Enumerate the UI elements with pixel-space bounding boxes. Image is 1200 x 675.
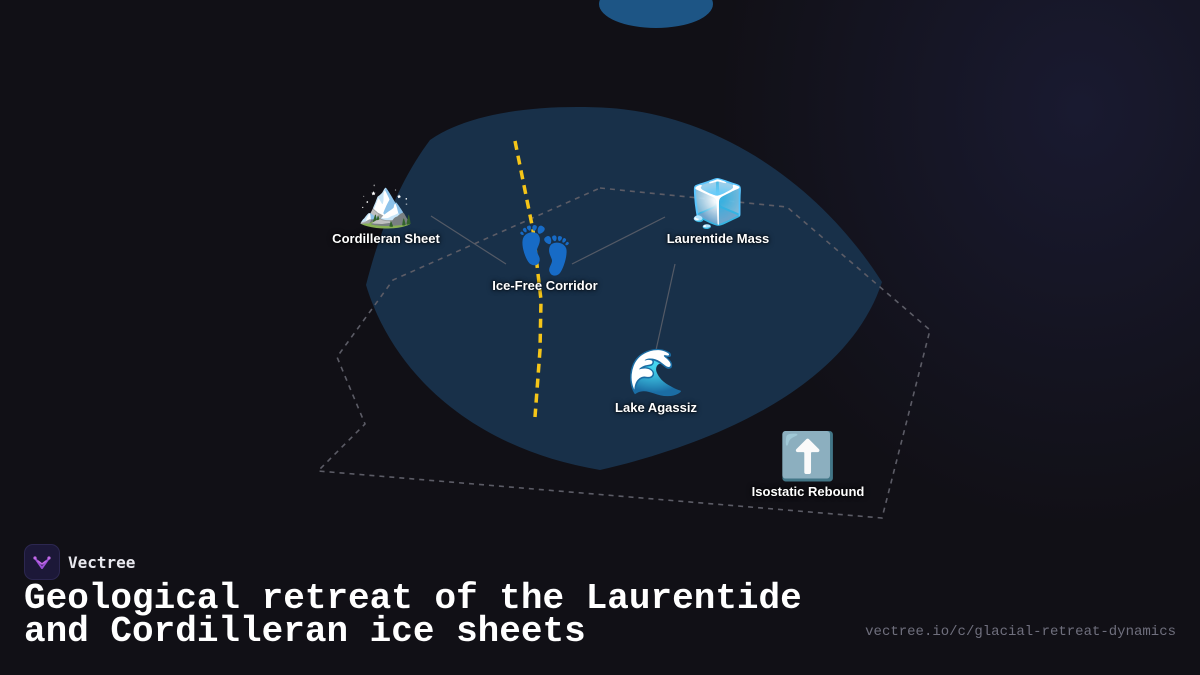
glacial-boundary-dashed — [316, 187, 931, 519]
brand: Vectree — [24, 544, 135, 580]
vectree-logo-icon — [24, 544, 60, 580]
edge-laurentide-agassiz — [655, 263, 676, 351]
node-label: Cordilleran Sheet — [332, 231, 440, 246]
edge-cordilleran-corridor — [430, 215, 507, 265]
node-ice-free-corridor: 👣 Ice-Free Corridor — [492, 222, 597, 293]
node-laurentide-mass: 🧊 Laurentide Mass — [667, 175, 770, 246]
node-label: Ice-Free Corridor — [492, 278, 598, 293]
ice-free-corridor-line — [513, 140, 543, 418]
node-isostatic-rebound: ⬆️ Isostatic Rebound — [752, 428, 865, 499]
snow-capped-mountain-icon: 🏔️ — [357, 176, 415, 230]
footprints-icon: 👣 — [516, 223, 574, 277]
brand-name: Vectree — [68, 552, 136, 572]
edge-laurentide-corridor — [571, 216, 666, 265]
node-lake-agassiz: 🌊 Lake Agassiz — [615, 344, 697, 415]
node-cordilleran-sheet: 🏔️ Cordilleran Sheet — [332, 175, 440, 246]
node-label: Lake Agassiz — [615, 400, 697, 415]
node-label: Laurentide Mass — [666, 231, 770, 246]
ice-sheet-region — [366, 107, 882, 471]
water-wave-icon: 🌊 — [627, 345, 685, 399]
up-arrow-icon: ⬆️ — [779, 429, 837, 483]
top-water-blob — [599, 0, 713, 28]
ice-cube-icon: 🧊 — [689, 176, 747, 230]
source-url[interactable]: vectree.io/c/glacial-retreat-dynamics — [865, 624, 1176, 640]
page-title: Geological retreat of the Laurentide and… — [24, 578, 802, 652]
node-label: Isostatic Rebound — [751, 484, 865, 499]
